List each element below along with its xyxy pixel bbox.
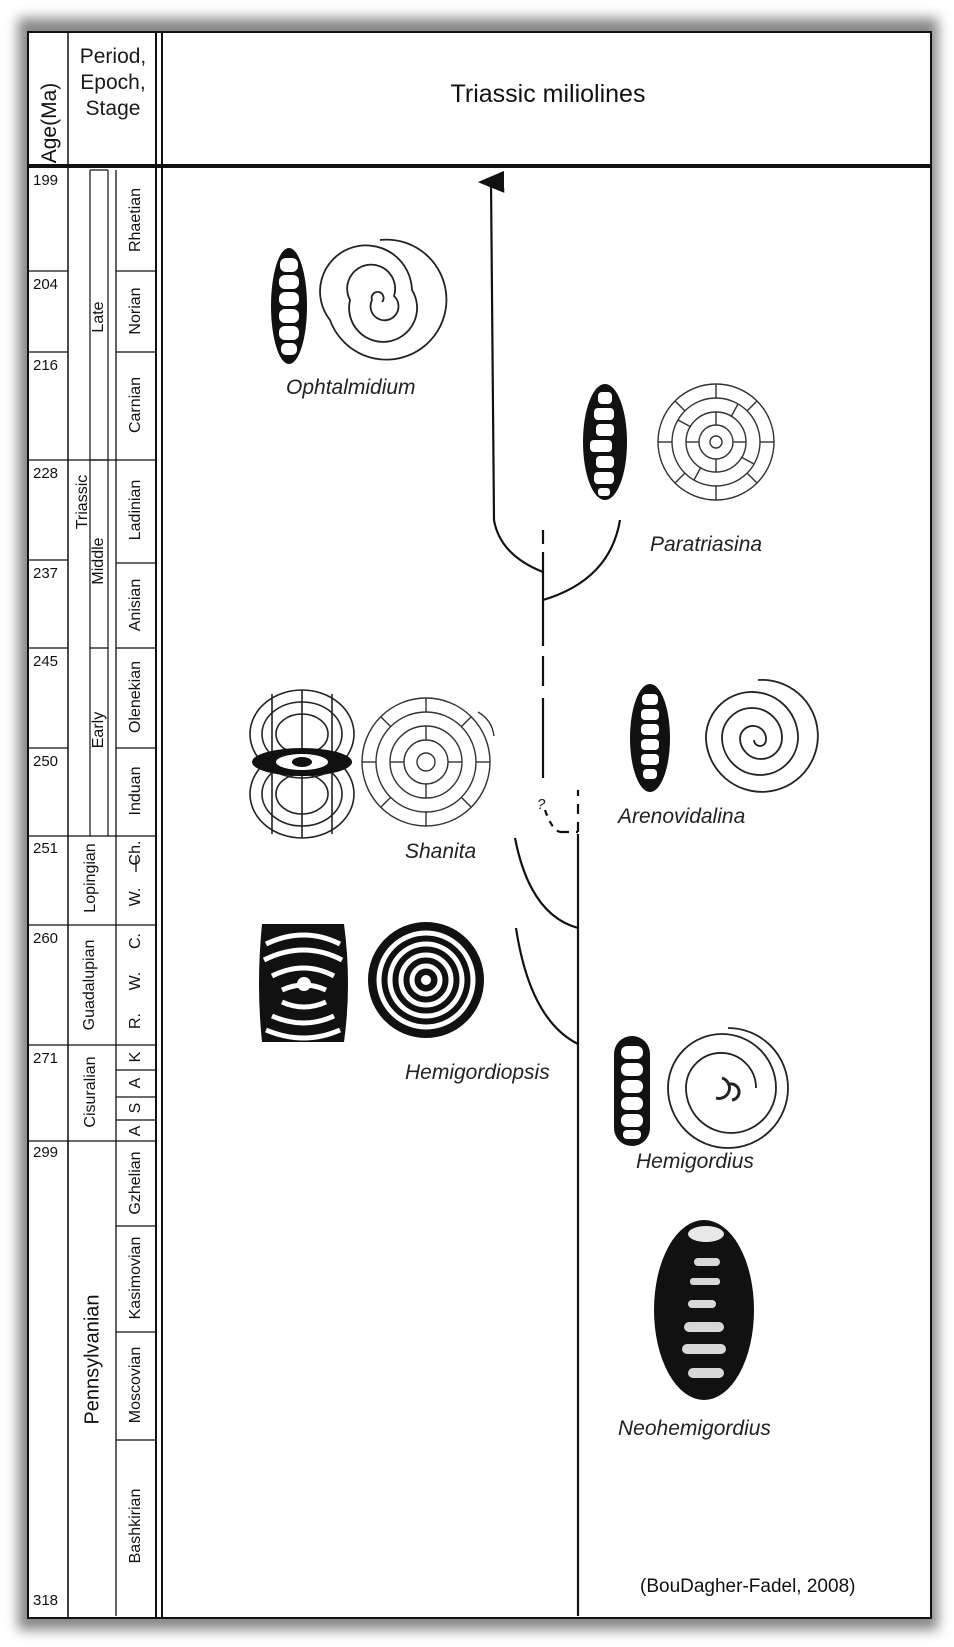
epoch-guadalupian: Guadalupian (81, 939, 98, 1031)
label-paratriasina: Paratriasina (650, 533, 763, 556)
label-arenovidalina: Arenovidalina (618, 805, 746, 828)
stage-moscovian: Moscovian (127, 1346, 144, 1424)
age-label: 245 (33, 653, 59, 670)
age-label: 318 (33, 1592, 59, 1609)
age-column-header: Age(Ma) (38, 82, 61, 164)
stage-anisian: Anisian (127, 578, 144, 632)
paratriasina-branch (542, 519, 622, 602)
label-shanita: Shanita (405, 840, 477, 863)
label-hemigordius: Hemigordius (636, 1150, 754, 1173)
arenovidalina-illustration (630, 679, 819, 793)
stage-kasimovian: Kasimovian (127, 1236, 144, 1320)
stage-capitanian: C. (127, 933, 144, 949)
period-column-header: Period, Epoch, Stage (70, 44, 156, 122)
stage-gzhelian: Gzhelian (127, 1151, 144, 1215)
stage-rhaetian: Rhaetian (127, 187, 144, 253)
epoch-late: Late (90, 301, 107, 333)
hemigordiopsis-illustration (259, 922, 484, 1042)
label-hemigordiopsis: Hemigordiopsis (405, 1061, 550, 1084)
epoch-lopingian: Lopingian (82, 843, 99, 913)
stage-induan: Induan (127, 766, 144, 816)
label-neohemigordius: Neohemigordius (618, 1417, 771, 1440)
hemigordius-illustration (614, 1027, 789, 1149)
period-pennsylvanian: Pennsylvanian (81, 1294, 104, 1425)
epoch-cisuralian: Cisuralian (82, 1056, 99, 1128)
age-label: 199 (33, 172, 59, 189)
age-label: 204 (33, 276, 59, 293)
epoch-lines (67, 169, 109, 1616)
stage-wordian: W. (127, 971, 144, 991)
stage-roadian: R. (127, 1013, 144, 1029)
chart-title: Triassic miliolines (450, 80, 646, 108)
age-label: 271 (33, 1050, 59, 1067)
age-label: 250 (33, 753, 59, 770)
source-credit: (BouDagher-Fadel, 2008) (640, 1576, 856, 1597)
epoch-middle: Middle (90, 537, 107, 585)
hemigordiopsis-branch (514, 927, 579, 1045)
age-label: 216 (33, 357, 59, 374)
ophtalmidium-illustration (271, 238, 448, 364)
stage-norian: Norian (127, 287, 144, 335)
paratriasina-illustration (583, 383, 775, 501)
age-label: 237 (33, 565, 59, 582)
period-header-line: Period, (79, 45, 147, 68)
uncertain-marker: ? (537, 796, 546, 813)
outer-border (27, 31, 932, 1619)
stage-dividers (28, 270, 156, 1441)
stage-carnian: Carnian (127, 376, 144, 434)
neohemigordius-illustration (654, 1220, 754, 1400)
ophtalmidium-lineage (477, 170, 544, 574)
age-label: 251 (33, 840, 59, 857)
stage-olenekian: Olenekian (127, 660, 144, 734)
shanita-illustration (249, 689, 495, 839)
age-label: 299 (33, 1144, 59, 1161)
stage-wuchiapingian: W. (127, 887, 144, 907)
epoch-early: Early (90, 711, 107, 749)
phylogeny-lines (477, 170, 622, 1616)
stage-changhsingian: Ch. (127, 840, 144, 866)
stage-ladinian: Ladinian (127, 479, 144, 541)
label-ophtalmidium: Ophtalmidium (286, 376, 416, 399)
age-label: 260 (33, 930, 59, 947)
epoch-header-line: Epoch, (80, 71, 146, 94)
stage-bashkirian: Bashkirian (127, 1488, 144, 1564)
shanita-branch (513, 837, 579, 930)
stage-header-line: Stage (85, 97, 141, 120)
age-label: 228 (33, 465, 59, 482)
